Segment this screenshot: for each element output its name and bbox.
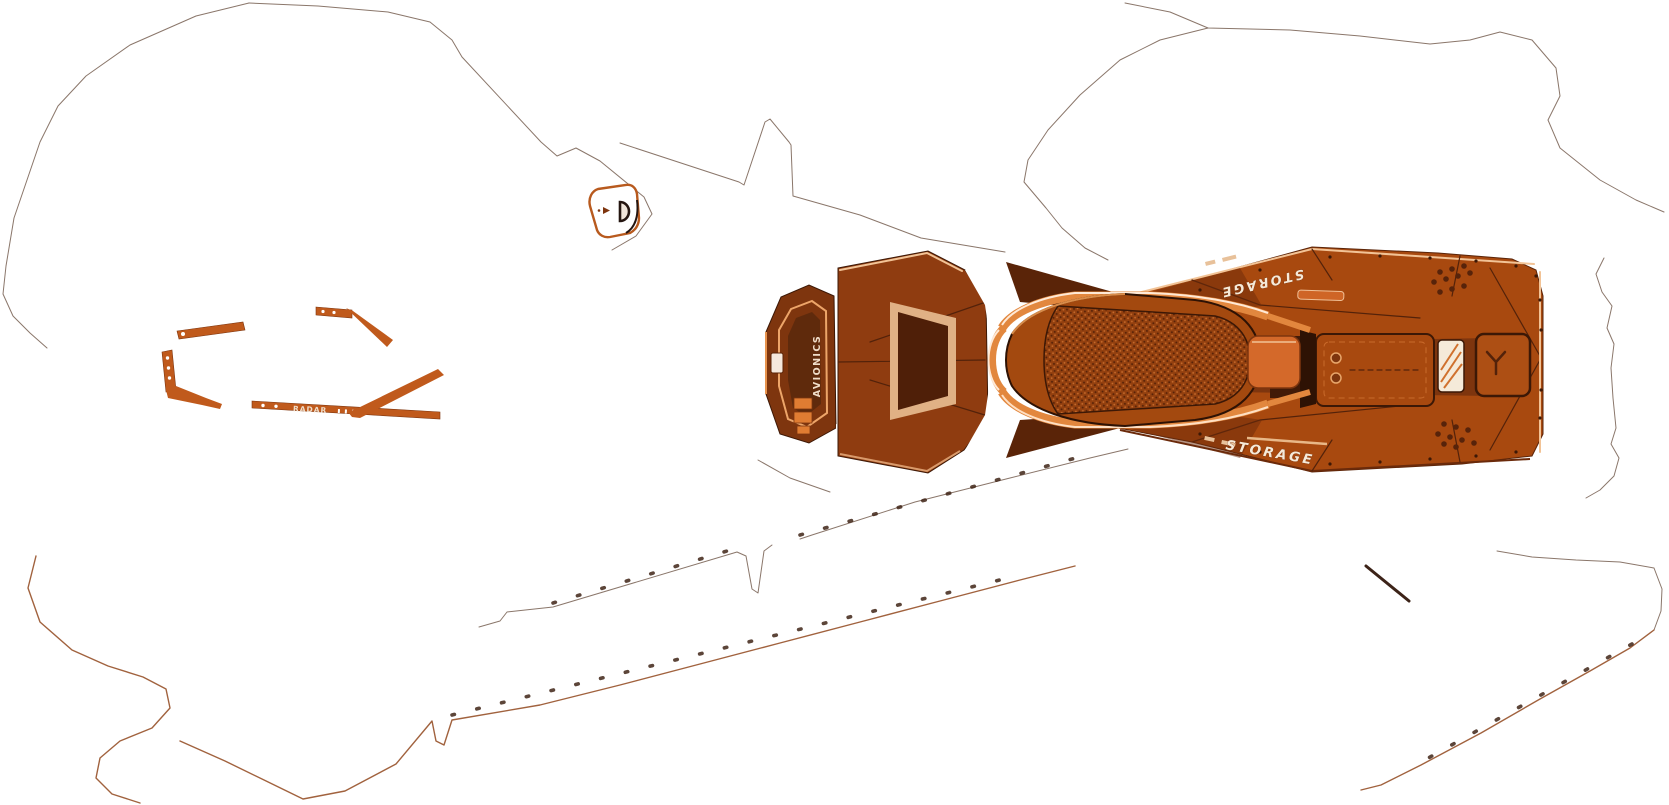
vent-holes-top: [1431, 263, 1473, 295]
seat: [1005, 292, 1301, 428]
riveted-edge-lower: [179, 565, 1076, 800]
tail-outline: [1585, 257, 1620, 499]
detail-blob: [588, 183, 641, 239]
windshield-gap: [965, 260, 1006, 460]
latch-panel: [1437, 339, 1465, 393]
radar-strip: RADAR: [251, 400, 441, 420]
radar-label: RADAR: [293, 404, 328, 415]
tow-bracket: [1474, 332, 1532, 398]
fin-outline: [1360, 550, 1663, 791]
cargo-hatch: [1315, 333, 1435, 407]
hoverbike-body: AVIONICS: [765, 246, 1544, 474]
hood-section: AVIONICS: [812, 250, 989, 474]
riveted-edge-upper: [478, 448, 1129, 628]
left-wing-strips: RADAR: [161, 306, 444, 420]
seat-texture: [1043, 305, 1251, 415]
deck-rivets: [1198, 254, 1543, 466]
y-glyph: [1485, 350, 1507, 376]
nose-section: [765, 284, 837, 444]
avionics-label: AVIONICS: [812, 335, 823, 397]
backrest-pad: [1247, 335, 1301, 389]
vent-holes-bottom: [1435, 421, 1477, 450]
